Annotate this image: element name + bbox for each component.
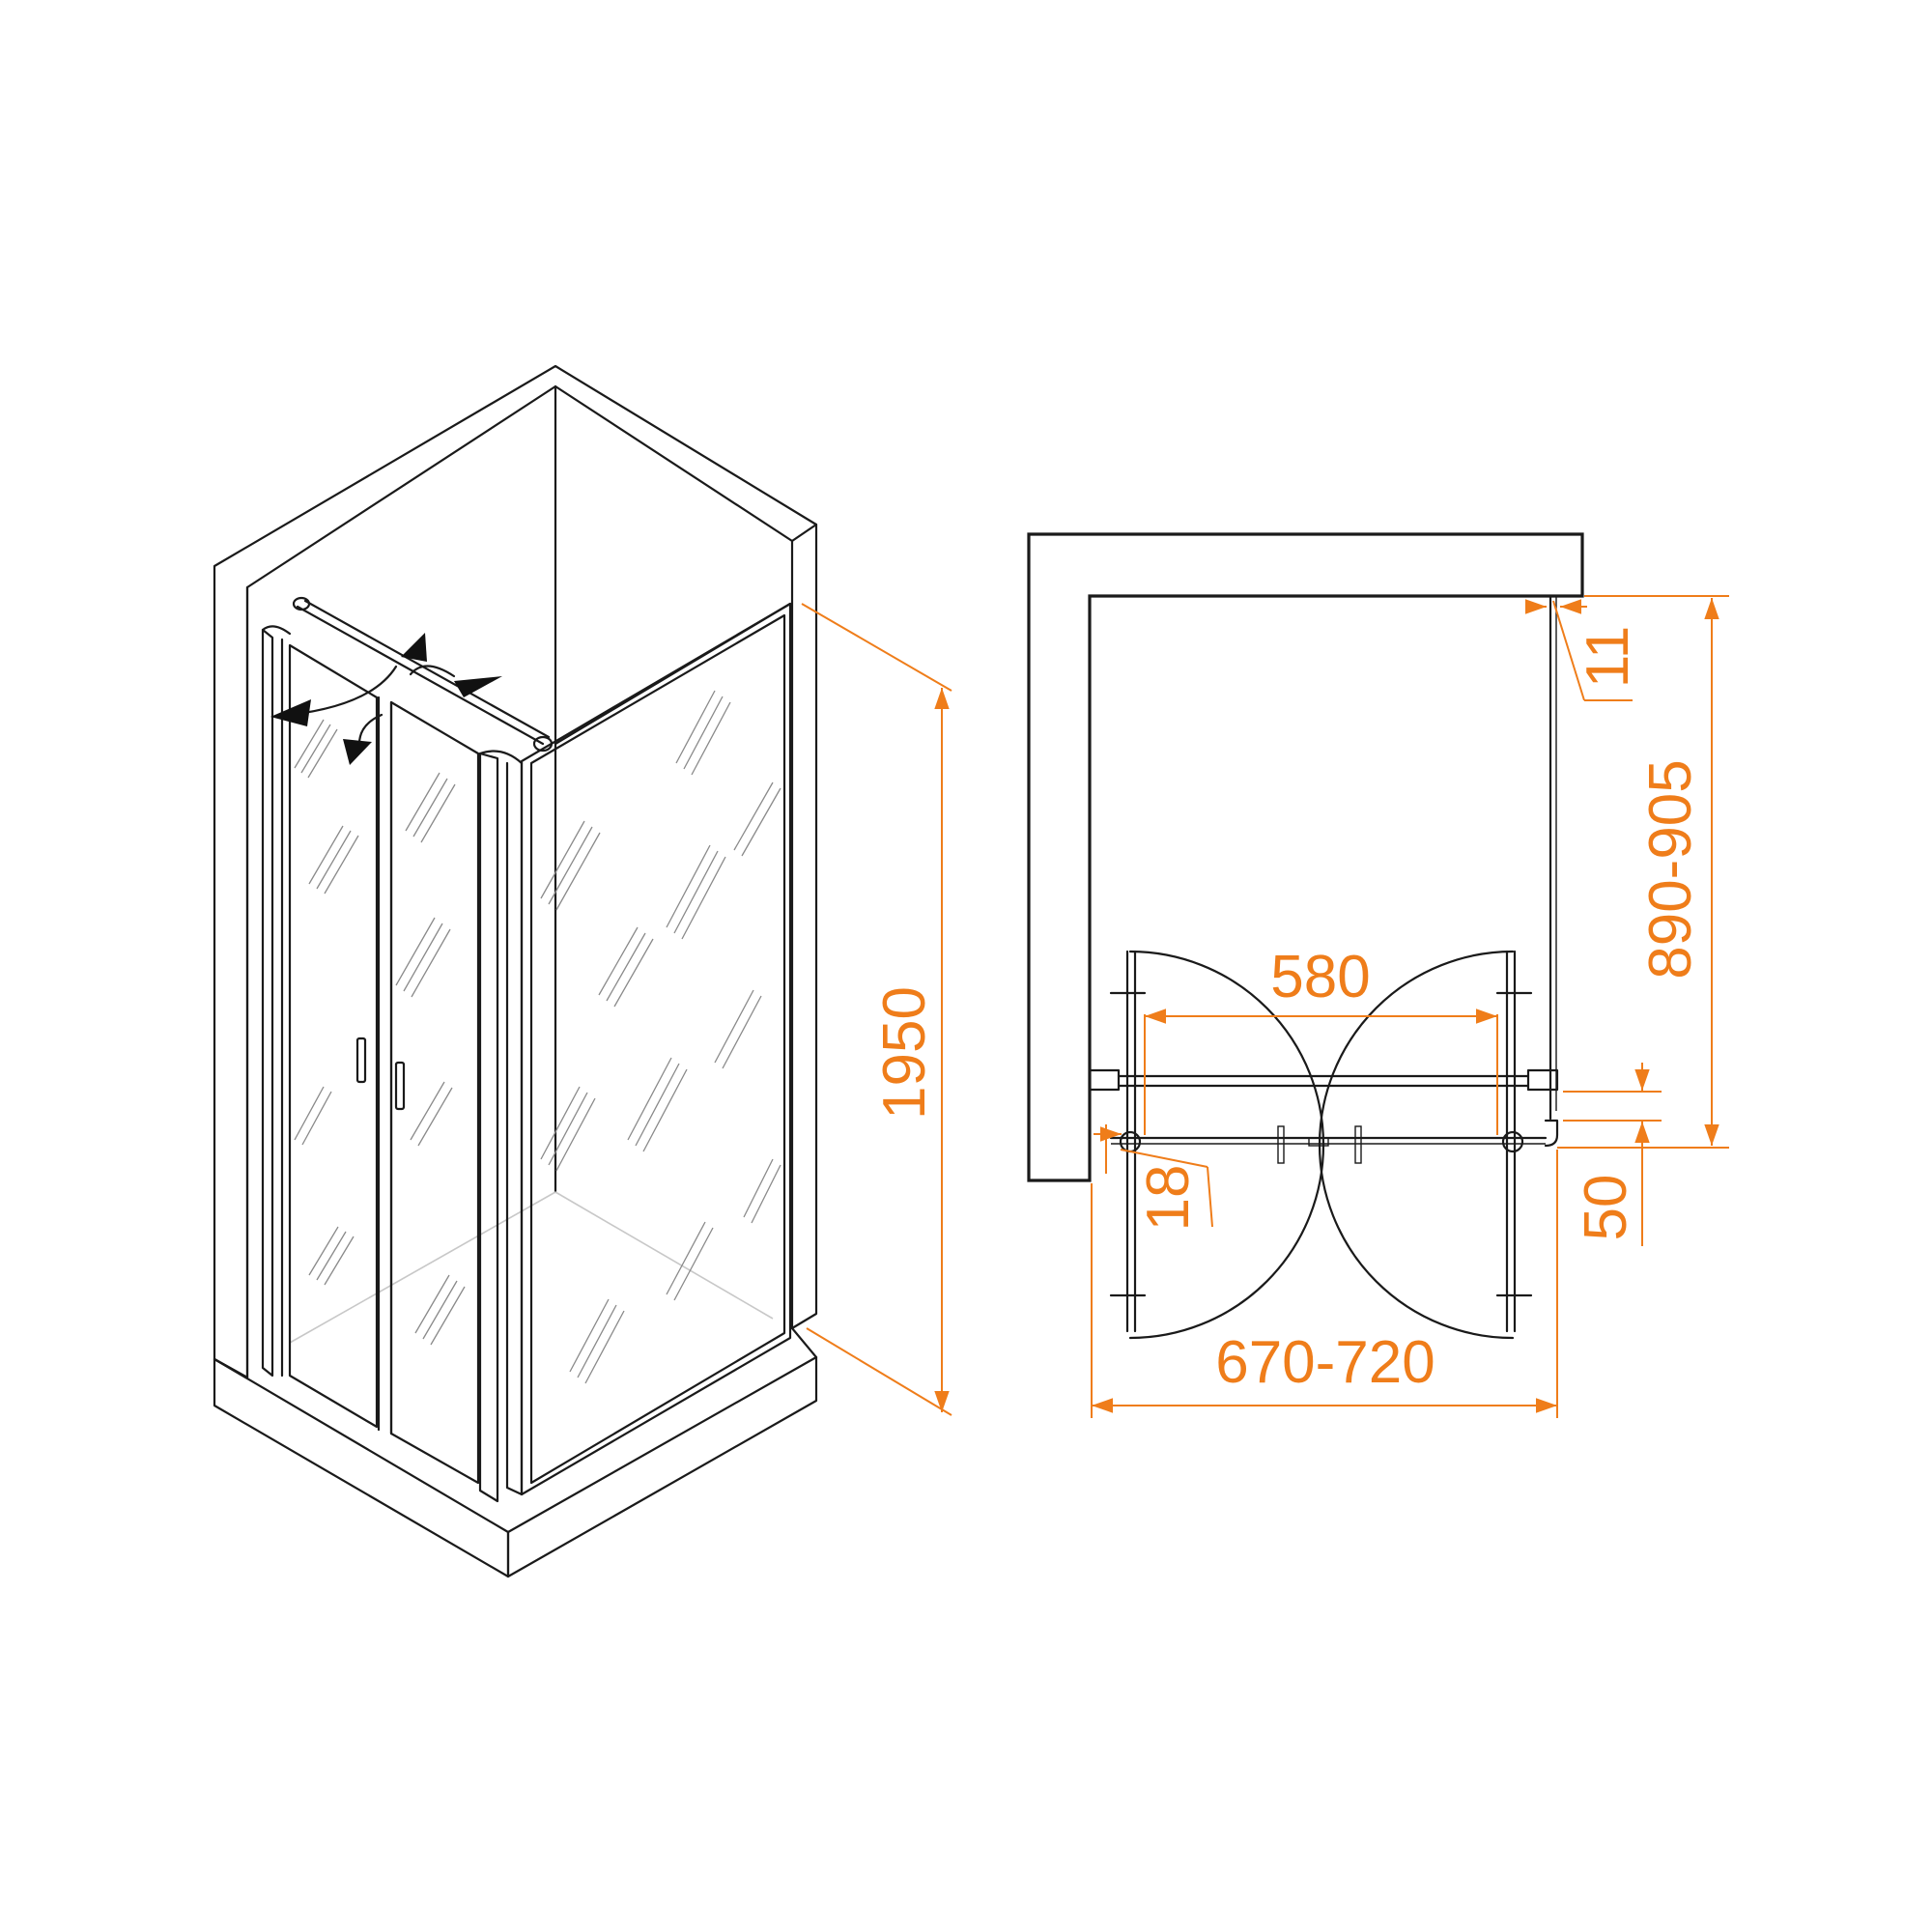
width-label: 670-720 (1215, 1329, 1435, 1396)
arrow-icon-3 (343, 739, 372, 765)
depth-label: 890-905 (1637, 759, 1704, 980)
arrow-icon-2 (454, 676, 502, 697)
arrow-icon-1 (401, 633, 427, 662)
plan-walls (1027, 532, 1584, 1182)
door-opening-label: 580 (1270, 944, 1370, 1010)
plan-side-panel (1548, 594, 1557, 1121)
height-label: 1950 (871, 986, 938, 1120)
dim-door-opening: 580 (1144, 944, 1498, 1135)
offset-label: 50 (1573, 1175, 1639, 1241)
door-frame (261, 625, 524, 1503)
side-panel (520, 602, 792, 1496)
top-rail (292, 596, 554, 753)
door-swing-arrows (270, 633, 502, 765)
handle-left (355, 1037, 367, 1084)
dim-offset: 50 (1563, 1063, 1662, 1246)
door-leaves (288, 643, 480, 1485)
profile-label: 18 (1135, 1165, 1202, 1232)
handle-right (394, 1061, 406, 1111)
wall-gap-label: 11 (1575, 626, 1641, 688)
isometric-view: 1950 (213, 364, 952, 1578)
hinge-left (1119, 1130, 1142, 1153)
room-walls (213, 364, 818, 1379)
door-swing (1109, 950, 1533, 1340)
dim-wall-gap: 11 (1525, 599, 1641, 701)
dim-profile: 18 (1094, 1124, 1213, 1232)
dim-width: 670-720 (1091, 1150, 1558, 1418)
plan-view: 580 670-720 890-905 11 (1027, 532, 1729, 1418)
dim-depth: 890-905 (1557, 595, 1729, 1149)
shower-tray (213, 1191, 818, 1578)
glass-texture (294, 690, 781, 1384)
hinge-right (1501, 1130, 1524, 1153)
height-dimension: 1950 (801, 603, 952, 1416)
